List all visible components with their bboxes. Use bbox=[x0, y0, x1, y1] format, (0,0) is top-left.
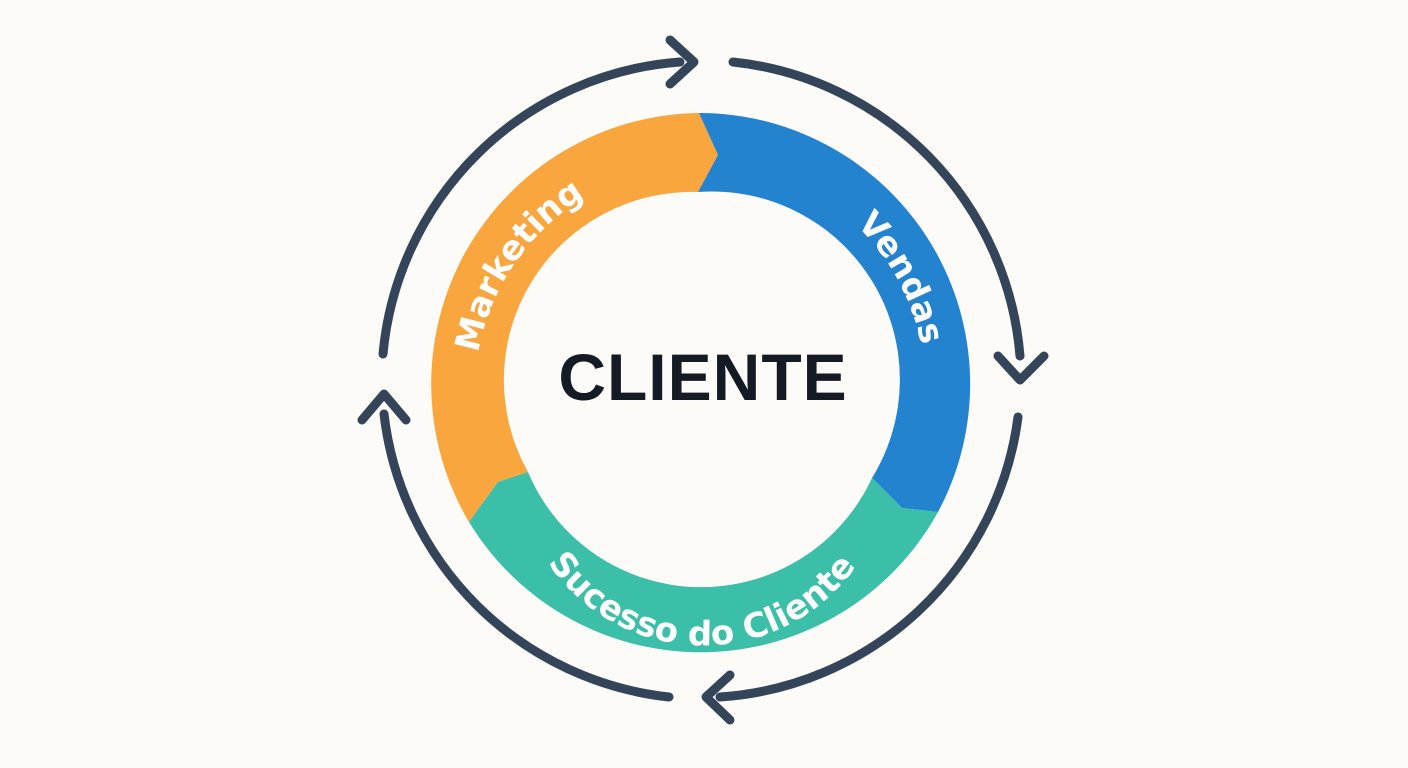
ring bbox=[431, 112, 971, 653]
outer-cycle bbox=[357, 35, 1049, 725]
arrowhead-bottom-icon bbox=[701, 670, 735, 725]
center-label: CLIENTE bbox=[558, 340, 847, 414]
cycle-arc-right bbox=[715, 412, 1023, 702]
cycle-arc-top bbox=[728, 57, 1025, 361]
cycle-arc-left bbox=[378, 57, 685, 359]
segment-sucesso bbox=[469, 472, 938, 653]
arrowhead-left-icon bbox=[357, 389, 411, 425]
arrowhead-top-icon bbox=[665, 35, 699, 89]
segment-marketing bbox=[431, 113, 718, 522]
segment-vendas bbox=[698, 112, 971, 512]
arrowhead-right-icon bbox=[993, 351, 1049, 385]
cycle-arc-bottom bbox=[379, 409, 674, 702]
